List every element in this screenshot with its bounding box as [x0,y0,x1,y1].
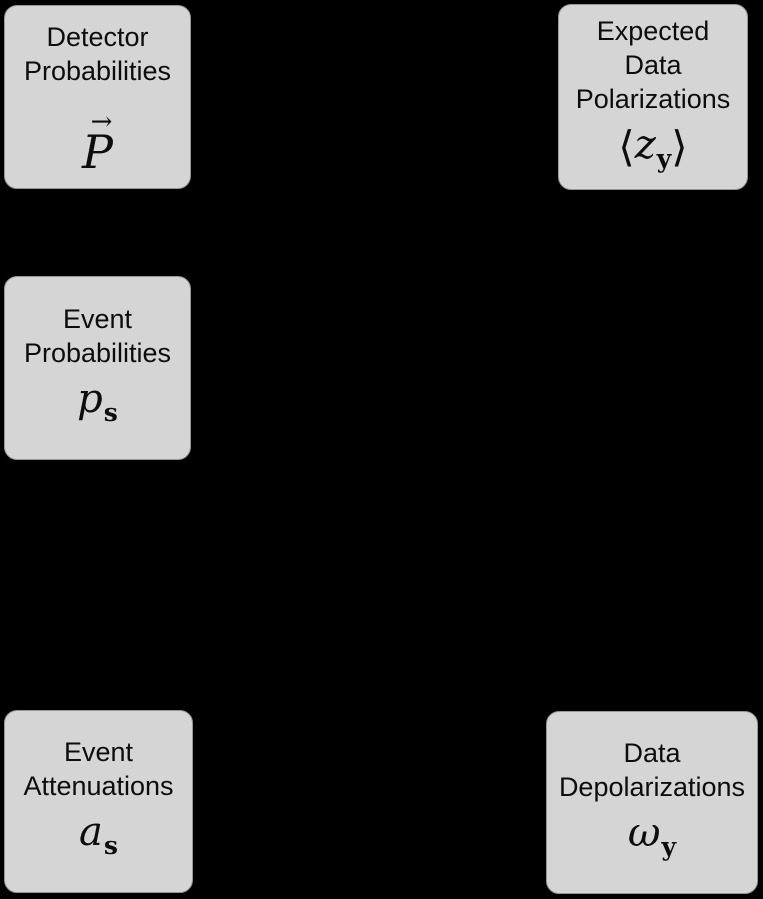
node-label-line: Polarizations [575,83,731,114]
math-base: p [77,375,103,422]
math-symbol-expectation-z-sub-y: ⟨zy⟩ [618,123,687,181]
node-label-line: Expected [596,15,710,46]
math-subscript: y [661,832,677,861]
node-event-probabilities: Event Probabilities ps [4,276,191,460]
vector-notation: → P [82,107,113,179]
node-label-line: Event [62,303,133,334]
node-label-line: Data [624,49,682,80]
math-subscript: s [103,397,118,427]
math-symbol-omega-sub-y: ωy [628,811,676,869]
math-symbol-a-sub-s: as [79,810,118,868]
math-subscript: y [656,143,672,173]
node-expected-data-polarizations: Expected Data Polarizations ⟨zy⟩ [558,4,748,190]
vector-arrow-accent: → [90,107,113,137]
node-event-attenuations: Event Attenuations as [4,710,193,893]
math-subscript: s [103,831,118,860]
node-label-line: Detector [46,22,149,52]
node-label-line: Probabilities [23,56,172,86]
math-base: z [634,121,656,168]
math-base: P [82,125,113,179]
math-symbol-vector-P: → P [82,95,113,179]
node-detector-probabilities: Detector Probabilities → P [4,5,191,189]
right-angle-bracket: ⟩ [671,121,688,171]
node-data-depolarizations: Data Depolarizations ωy [546,711,758,894]
node-label-line: Attenuations [23,771,174,801]
math-symbol-p-sub-s: ps [77,377,118,435]
node-label-line: Event [63,737,134,767]
math-base: a [79,809,103,855]
node-label-line: Probabilities [23,337,172,368]
node-label-line: Data [623,738,681,768]
node-label-line: Depolarizations [558,772,746,802]
math-base: ω [627,810,661,856]
left-angle-bracket: ⟨ [618,121,635,171]
